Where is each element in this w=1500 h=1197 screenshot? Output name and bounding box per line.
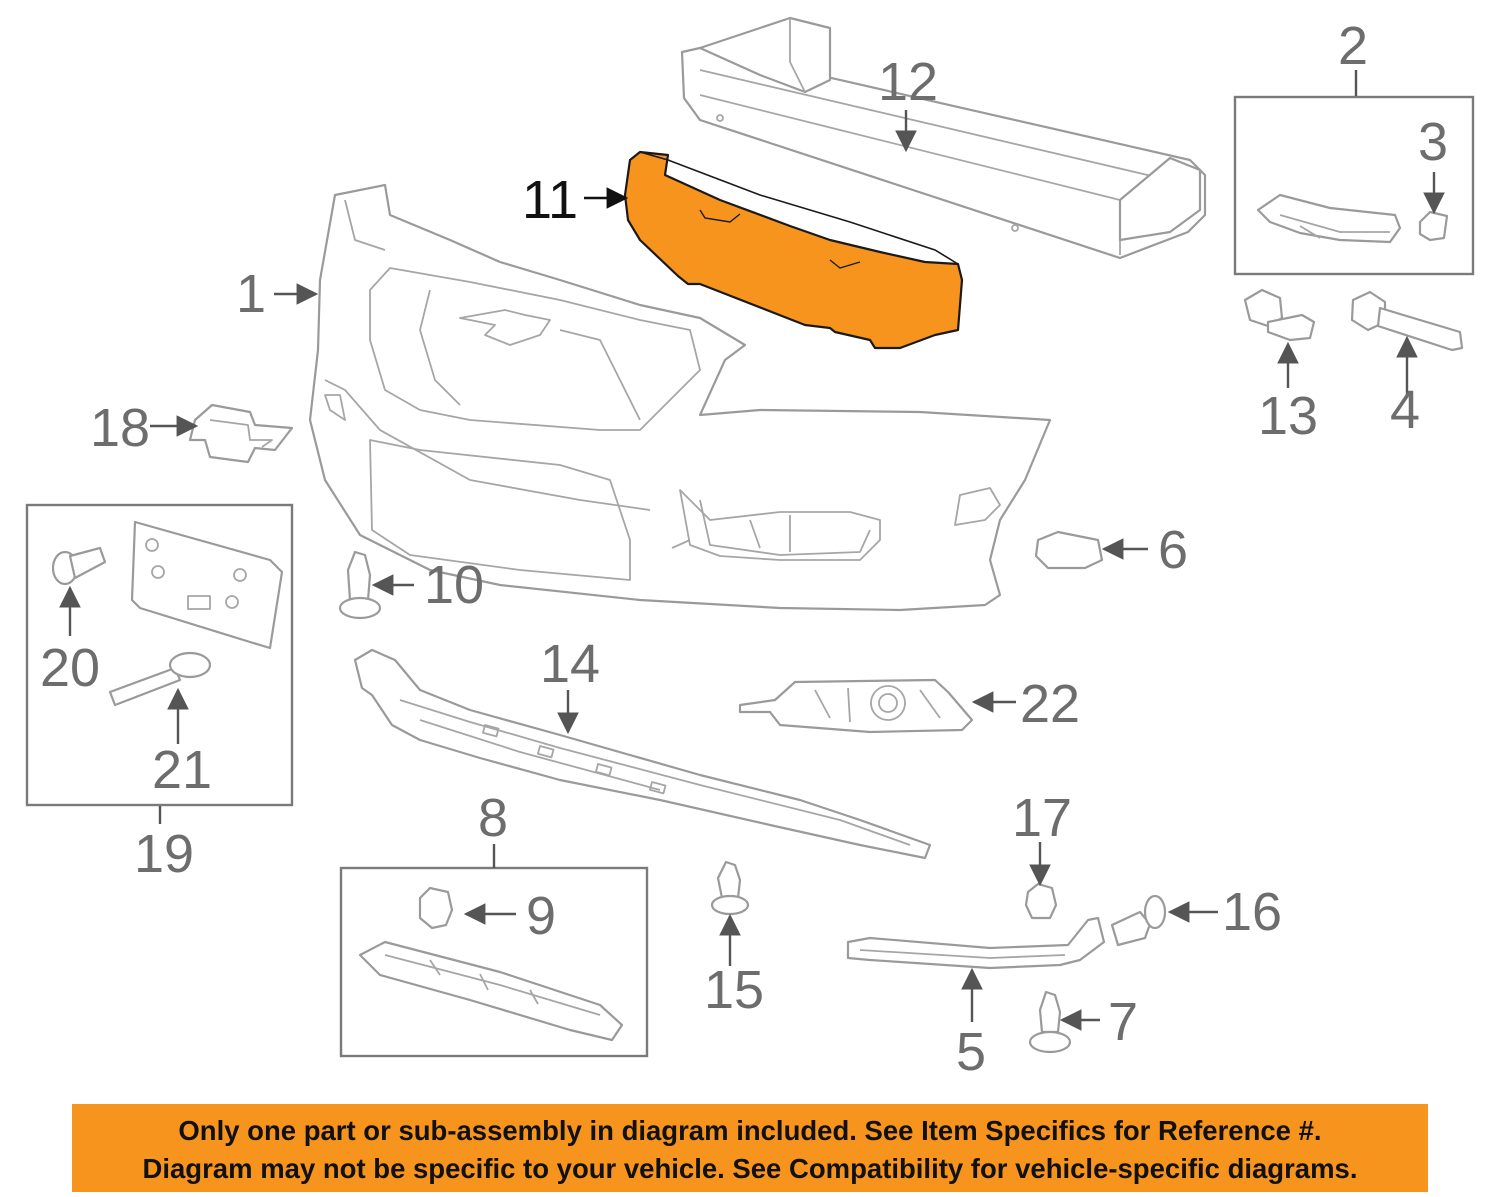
leader-lines: [59, 70, 1445, 1031]
part-19-box: [25, 503, 294, 807]
part-20-screw: [51, 546, 107, 586]
callout-3: 3: [1418, 112, 1448, 172]
disclaimer-banner: Only one part or sub-assembly in diagram…: [72, 1104, 1428, 1192]
callout-22: 22: [1020, 674, 1080, 734]
callout-4: 4: [1390, 380, 1420, 440]
callout-20: 20: [40, 638, 100, 698]
callout-13: 13: [1258, 386, 1318, 446]
callout-19: 19: [134, 824, 194, 884]
callout-12: 12: [878, 52, 938, 112]
part-22-fog-lamp-bezel: [738, 678, 974, 734]
part-4-bolt: [1350, 290, 1464, 352]
part-15-push-pin: [710, 860, 750, 916]
part-16-screw: [1110, 894, 1167, 947]
callout-15: 15: [704, 960, 764, 1020]
part-10-push-pin: [338, 550, 382, 620]
part-2-box: [1233, 95, 1475, 276]
callout-11: 11: [522, 170, 578, 230]
callout-21: 21: [152, 740, 212, 800]
part-17-clip: [1024, 882, 1058, 920]
part-14-air-deflector: [353, 648, 932, 860]
part-13-bolt: [1243, 288, 1316, 342]
callout-18: 18: [90, 398, 150, 458]
callout-17: 17: [1012, 788, 1072, 848]
callout-labels: 1 2 3 4 5 6 7 8 9 10 11 12 13 14 15 16 1…: [40, 16, 1448, 1082]
part-8-grille: [358, 940, 624, 1042]
disclaimer-line-2: Diagram may not be specific to your vehi…: [142, 1153, 1358, 1184]
callout-16: 16: [1222, 882, 1282, 942]
part-21-pin: [108, 651, 212, 707]
part-12-impact-bar: [680, 16, 1207, 260]
callout-1: 1: [236, 264, 266, 324]
part-5-bracket: [846, 916, 1106, 970]
callout-10: 10: [424, 555, 484, 615]
part-11-energy-absorber: [623, 150, 964, 350]
callout-14: 14: [540, 634, 600, 694]
callout-8: 8: [478, 788, 508, 848]
part-18-emblem: [188, 403, 294, 464]
callout-6: 6: [1158, 520, 1188, 580]
part-2-bracket: [1256, 193, 1402, 244]
callout-9: 9: [526, 886, 556, 946]
part-6-sensor: [1034, 530, 1104, 570]
part-3-clip: [1418, 210, 1449, 242]
callout-7: 7: [1108, 992, 1138, 1052]
part-19-license-bracket: [130, 520, 284, 650]
disclaimer-line-1: Only one part or sub-assembly in diagram…: [178, 1115, 1322, 1146]
callout-5: 5: [956, 1022, 986, 1082]
callout-2: 2: [1338, 16, 1368, 76]
part-9-clip: [418, 886, 454, 930]
part-7-push-pin: [1028, 990, 1072, 1054]
part-1-bumper-cover: [308, 183, 1052, 612]
